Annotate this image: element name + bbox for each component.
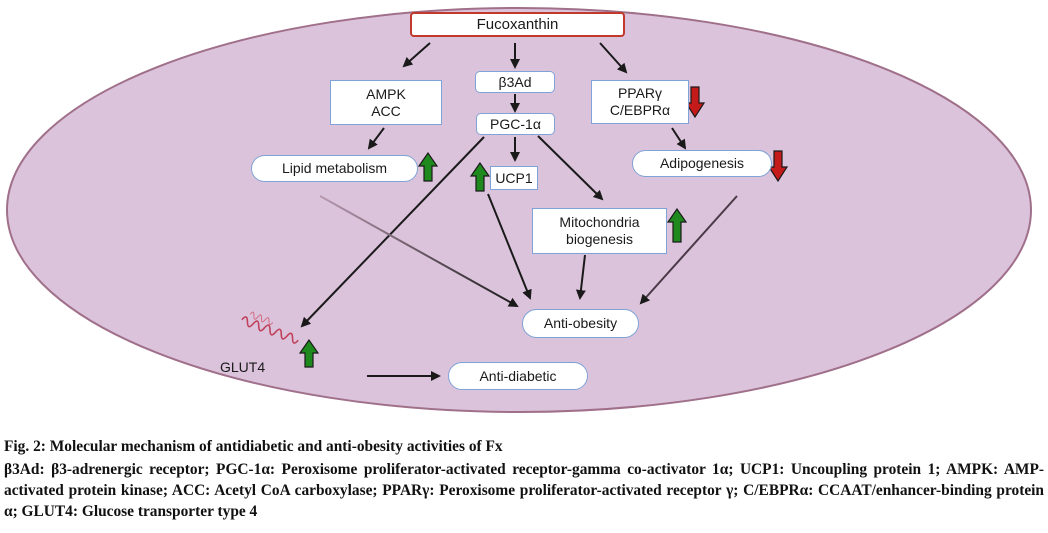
node-mito-label-2: biogenesis <box>566 231 633 247</box>
node-anti-diabetic: Anti-diabetic <box>448 362 588 390</box>
figure-caption: Fig. 2: Molecular mechanism of antidiabe… <box>4 436 1044 522</box>
cell-ellipse <box>6 7 1032 413</box>
arrow-mito-antiobesity <box>575 254 586 300</box>
node-lipid-metabolism: Lipid metabolism <box>251 155 418 182</box>
mechanism-diagram: Fucoxanthin AMPK ACC β3Ad PGC-1α PPARγ C… <box>6 7 1032 413</box>
node-ucp1: UCP1 <box>490 166 538 190</box>
caption-text: β3Ad: β3-adrenergic receptor; PGC-1α: Pe… <box>4 461 1044 520</box>
node-adipogenesis: Adipogenesis <box>632 150 772 177</box>
down-arrow-icon <box>684 86 706 119</box>
arrow-ampk-lipid <box>367 127 385 150</box>
node-pgc1a: PGC-1α <box>476 113 555 135</box>
node-pgc1a-label: PGC-1α <box>490 115 541 132</box>
node-mitochondria-biogenesis: Mitochondria biogenesis <box>532 208 667 254</box>
node-antidiabetic-label: Anti-diabetic <box>479 367 557 384</box>
arrow-fx-ppar <box>599 42 628 74</box>
node-b3ad-label: β3Ad <box>498 73 532 90</box>
node-ampk-label: AMPK <box>366 85 406 102</box>
down-arrow-icon <box>767 150 789 183</box>
node-anti-obesity: Anti-obesity <box>522 309 639 338</box>
glut4-label: GLUT4 <box>220 359 266 375</box>
node-fucoxanthin-label: Fucoxanthin <box>476 16 559 33</box>
arrow-pgc-glut4 <box>300 136 485 328</box>
arrow-ucp-antiobesity <box>487 193 532 300</box>
node-fucoxanthin: Fucoxanthin <box>410 12 625 37</box>
node-cebpr-label: C/EBPRα <box>609 102 671 118</box>
up-arrow-icon <box>666 207 688 243</box>
node-adipogenesis-label: Adipogenesis <box>659 155 745 171</box>
arrow-adipo-antiobesity <box>639 195 738 305</box>
fading-arrows <box>319 195 738 307</box>
node-b3ad: β3Ad <box>475 71 555 93</box>
node-ampk-acc: AMPK ACC <box>330 80 442 125</box>
arrows <box>300 42 687 381</box>
node-lipid-label: Lipid metabolism <box>281 160 388 176</box>
arrow-lipid-antiobesity <box>319 195 519 307</box>
arrow-ppar-adipo <box>671 127 687 150</box>
arrow-fx-ampk <box>402 42 431 68</box>
node-ppar-label: PPARγ <box>617 85 663 101</box>
diagram-canvas <box>6 7 1032 413</box>
indicators <box>298 86 789 368</box>
node-mito-label-1: Mitochondria <box>559 214 640 230</box>
node-ppar-cebpr: PPARγ C/EBPRα <box>591 80 689 124</box>
node-antiobesity-label: Anti-obesity <box>543 315 618 331</box>
glut4-receptor-icon <box>241 316 299 344</box>
node-ucp1-label: UCP1 <box>495 169 533 186</box>
up-arrow-icon <box>298 338 320 368</box>
arrow-pgc-mito <box>537 135 604 201</box>
up-arrow-icon <box>417 151 439 182</box>
up-arrow-icon <box>469 161 491 192</box>
caption-title: Fig. 2: Molecular mechanism of antidiabe… <box>4 438 503 455</box>
glut4-receptor-icon-inner <box>249 311 274 326</box>
node-acc-label: ACC <box>371 102 401 119</box>
